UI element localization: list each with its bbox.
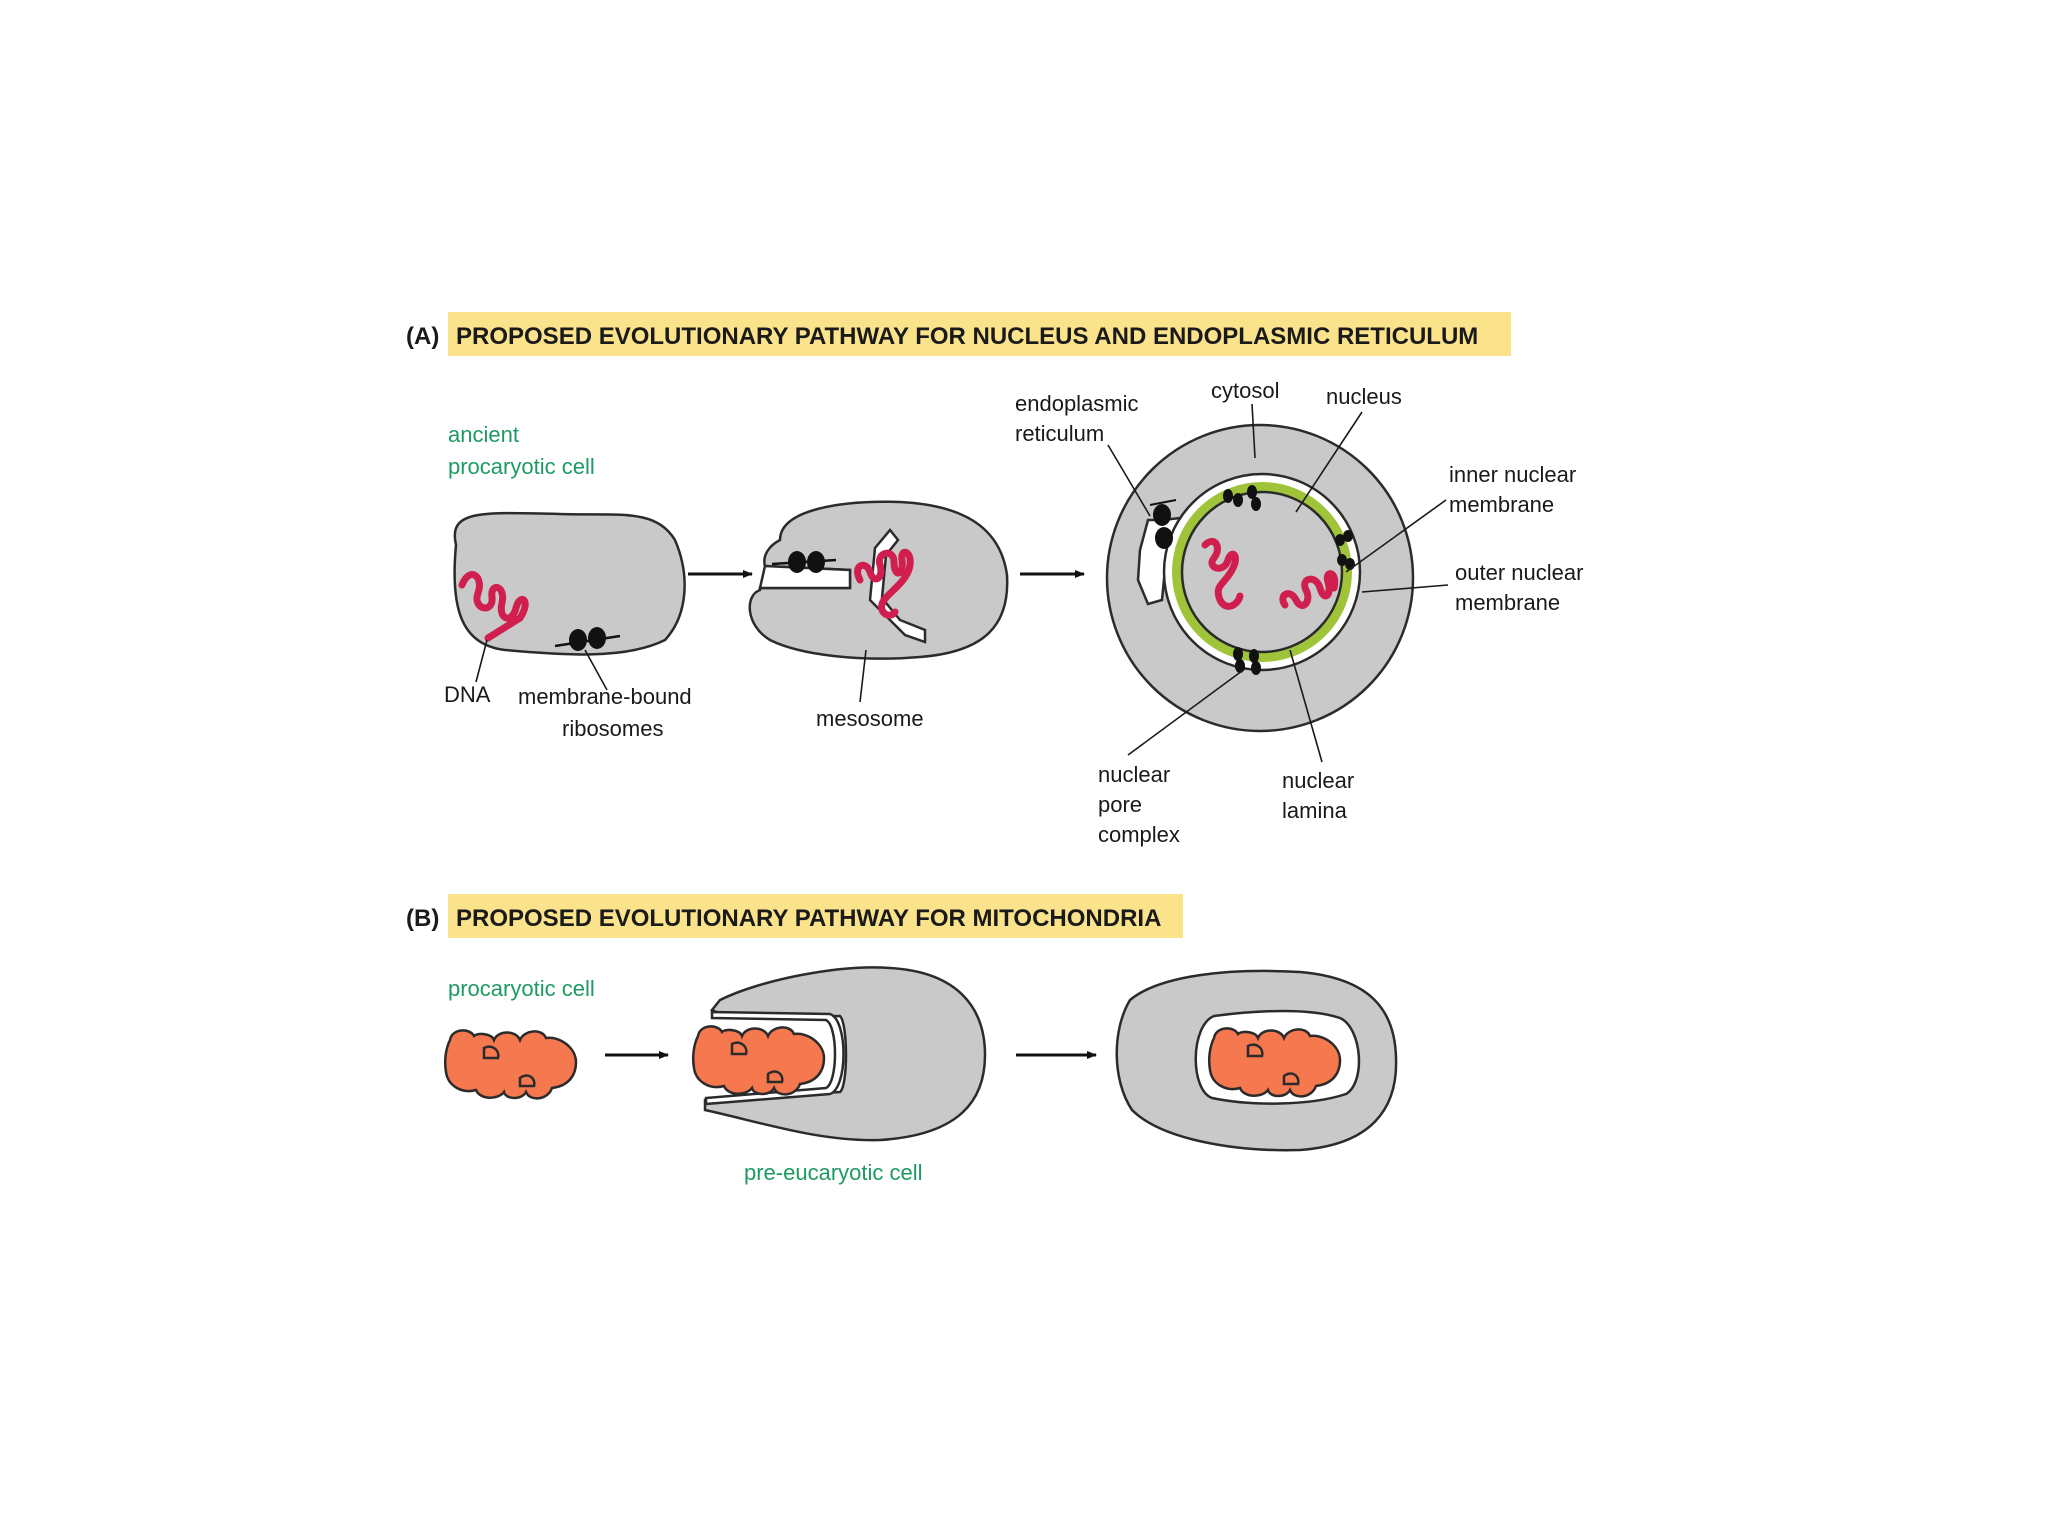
cell-with-mitochondrion xyxy=(1115,969,1398,1152)
procaryotic-cell-label: procaryotic cell xyxy=(448,976,595,1001)
er-label-line2: reticulum xyxy=(1015,421,1104,446)
membrane-ribosome-pair-1 xyxy=(554,627,621,651)
ribosomes-leader xyxy=(584,649,608,691)
nuclear-pore-bottom xyxy=(1233,647,1261,675)
nucleus-label: nucleus xyxy=(1326,384,1402,409)
pore-label-line1: nuclear xyxy=(1098,762,1170,787)
mesosome-infold xyxy=(758,564,852,590)
pore-label-line3: complex xyxy=(1098,822,1180,847)
mitochondrion xyxy=(1207,1027,1342,1098)
outer-membrane-label-line1: outer nuclear xyxy=(1455,560,1583,585)
cytosol-label: cytosol xyxy=(1211,378,1279,403)
inner-membrane-label-line1: inner nuclear xyxy=(1449,462,1576,487)
lamina-leader xyxy=(1289,649,1323,763)
ancient-cell-label-line2: procaryotic cell xyxy=(448,454,595,479)
panel-b-title: PROPOSED EVOLUTIONARY PATHWAY FOR MITOCH… xyxy=(456,905,1161,932)
panel-a-letter: (A) xyxy=(406,323,439,350)
inner-nuclear-membrane xyxy=(1180,490,1344,654)
lamina-label-line2: lamina xyxy=(1282,798,1348,823)
ancient-procaryotic-cell xyxy=(453,511,686,656)
er-ribosomes xyxy=(1149,499,1177,549)
mesosome-leader xyxy=(859,649,867,703)
free-procaryote xyxy=(443,1029,578,1100)
mesosome-cell xyxy=(748,500,1009,660)
er-label-line1: endoplasmic xyxy=(1015,391,1139,416)
ribosomes-label-line2: ribosomes xyxy=(562,716,663,741)
ribosomes-label-line1: membrane-bound xyxy=(518,684,692,709)
outer-membrane-label-line2: membrane xyxy=(1455,590,1560,615)
dna-leader xyxy=(475,639,488,683)
inner-membrane-label-line2: membrane xyxy=(1449,492,1554,517)
er-leader xyxy=(1107,444,1151,517)
pore-label-line2: pore xyxy=(1098,792,1142,817)
dna-strand-1 xyxy=(458,571,529,642)
panel-a-title-highlight xyxy=(448,312,1511,356)
panel-b-letter: (B) xyxy=(406,905,439,932)
eucaryotic-cell xyxy=(1105,423,1415,733)
pre-eucaryotic-cell-label: pre-eucaryotic cell xyxy=(744,1160,923,1185)
inner-membrane-leader xyxy=(1345,499,1447,573)
membrane-ribosome-pair-2 xyxy=(771,551,837,573)
pre-eucaryotic-cell xyxy=(691,966,987,1142)
outer-membrane-leader xyxy=(1361,584,1449,593)
ancient-cell-label-line1: ancient xyxy=(448,422,519,447)
nucleus-leader xyxy=(1295,411,1363,513)
dna-label: DNA xyxy=(444,682,491,707)
panel-a-title: PROPOSED EVOLUTIONARY PATHWAY FOR NUCLEU… xyxy=(456,323,1478,350)
panel-b-title-highlight xyxy=(448,894,1183,938)
panel-b: (B) PROPOSED EVOLUTIONARY PATHWAY FOR MI… xyxy=(406,894,1398,1185)
engulfed-procaryote xyxy=(691,1025,826,1096)
lamina-label-line1: nuclear xyxy=(1282,768,1354,793)
mesosome-label: mesosome xyxy=(816,706,924,731)
nuclear-pore-top xyxy=(1223,485,1261,511)
panel-a: (A) PROPOSED EVOLUTIONARY PATHWAY FOR NU… xyxy=(406,312,1583,847)
dna-strand-2 xyxy=(854,548,914,619)
dna-strand-4 xyxy=(1279,570,1339,609)
nuclear-pore-right xyxy=(1335,530,1355,570)
dna-strand-3 xyxy=(1201,538,1244,610)
pore-leader xyxy=(1127,667,1247,756)
cytosol-leader xyxy=(1251,403,1256,459)
engulfing-vacuole xyxy=(704,1010,845,1106)
